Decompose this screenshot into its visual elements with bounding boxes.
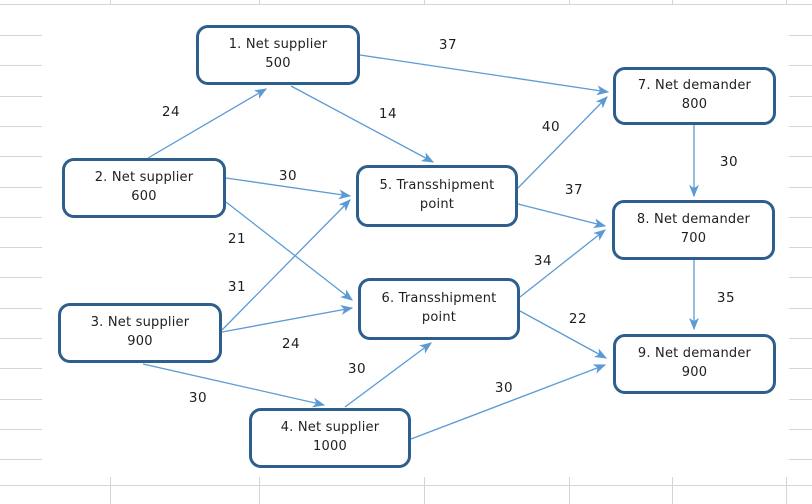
edge-1-7 bbox=[359, 54, 610, 96]
edge-2-1 bbox=[147, 88, 268, 159]
node-value: point bbox=[421, 310, 457, 325]
edge-label-2-6: 21 bbox=[227, 231, 247, 247]
gridline bbox=[789, 247, 812, 248]
node-title: 2. Net supplier bbox=[94, 170, 194, 186]
edge-label-6-9: 22 bbox=[568, 311, 588, 327]
node-value: 900 bbox=[127, 334, 153, 349]
gridline bbox=[789, 96, 812, 97]
edge-label-8-9: 35 bbox=[716, 290, 736, 306]
gridline bbox=[789, 429, 812, 430]
node-title: 9. Net demander bbox=[637, 346, 752, 362]
gridline bbox=[259, 0, 260, 4]
gridline bbox=[789, 277, 812, 278]
node-title: 7. Net demander bbox=[637, 78, 752, 94]
edge-label-2-1: 24 bbox=[161, 104, 181, 120]
edge-3-6 bbox=[221, 305, 354, 333]
gridline bbox=[672, 0, 673, 4]
gridline bbox=[789, 368, 812, 369]
gridline bbox=[110, 0, 111, 4]
gridline bbox=[0, 187, 42, 188]
gridline bbox=[0, 35, 42, 36]
gridline bbox=[789, 156, 812, 157]
gridline bbox=[0, 96, 42, 97]
gridline bbox=[0, 65, 42, 66]
node-value: 800 bbox=[681, 97, 708, 112]
edge-5-8 bbox=[517, 203, 607, 229]
edge-label-5-7: 40 bbox=[541, 119, 561, 135]
node-9[interactable]: 9. Net demander 900 bbox=[613, 334, 776, 394]
edge-1-5 bbox=[290, 85, 435, 163]
gridline bbox=[672, 477, 673, 504]
gridline bbox=[789, 399, 812, 400]
edge-4-9 bbox=[410, 364, 607, 440]
gridline bbox=[0, 156, 42, 157]
gridline bbox=[0, 217, 42, 218]
edge-3-4 bbox=[142, 363, 326, 408]
gridline bbox=[789, 338, 812, 339]
gridline bbox=[110, 477, 111, 504]
node-value: 700 bbox=[680, 231, 707, 246]
edge-label-4-9: 30 bbox=[494, 380, 514, 396]
gridline bbox=[0, 277, 42, 278]
gridline bbox=[569, 477, 570, 504]
gridline bbox=[789, 126, 812, 127]
gridline bbox=[789, 35, 812, 36]
gridline bbox=[0, 459, 42, 460]
gridline bbox=[789, 308, 812, 309]
gridline bbox=[789, 187, 812, 188]
gridline bbox=[424, 0, 425, 4]
node-value: 600 bbox=[131, 189, 157, 204]
gridline bbox=[789, 459, 812, 460]
node-value: 900 bbox=[681, 365, 708, 380]
gridline bbox=[0, 4, 812, 5]
node-2[interactable]: 2. Net supplier 600 bbox=[62, 158, 226, 218]
edge-label-4-6: 30 bbox=[347, 361, 367, 377]
edge-6-9 bbox=[519, 310, 608, 359]
node-1[interactable]: 1. Net supplier 500 bbox=[196, 25, 360, 85]
node-4[interactable]: 4. Net supplier 1000 bbox=[249, 408, 411, 468]
gridline bbox=[0, 485, 812, 486]
gridline bbox=[789, 217, 812, 218]
gridline bbox=[424, 477, 425, 504]
node-7[interactable]: 7. Net demander 800 bbox=[613, 67, 776, 125]
node-5[interactable]: 5. Transshipment point bbox=[356, 165, 518, 227]
edge-label-3-5: 31 bbox=[227, 279, 247, 295]
gridline bbox=[786, 477, 787, 504]
gridline bbox=[789, 65, 812, 66]
gridline bbox=[0, 308, 42, 309]
gridline bbox=[0, 126, 42, 127]
gridline bbox=[786, 0, 787, 4]
gridline bbox=[0, 338, 42, 339]
node-title: 5. Transshipment bbox=[379, 178, 495, 194]
edge-6-8 bbox=[519, 229, 606, 298]
node-6[interactable]: 6. Transshipment point bbox=[358, 278, 520, 340]
node-3[interactable]: 3. Net supplier 900 bbox=[58, 303, 222, 363]
node-title: 3. Net supplier bbox=[90, 315, 190, 331]
edge-label-6-8: 34 bbox=[533, 253, 553, 269]
edge-3-5 bbox=[221, 199, 351, 331]
edge-label-1-5: 14 bbox=[378, 106, 398, 122]
node-title: 6. Transshipment bbox=[381, 291, 497, 307]
gridline bbox=[0, 429, 42, 430]
node-value: 1000 bbox=[313, 439, 347, 454]
edge-label-7-8: 30 bbox=[719, 154, 739, 170]
node-8[interactable]: 8. Net demander 700 bbox=[612, 200, 775, 260]
gridline bbox=[569, 0, 570, 4]
node-title: 4. Net supplier bbox=[280, 420, 380, 436]
edge-label-3-6: 24 bbox=[281, 336, 301, 352]
edge-label-5-8: 37 bbox=[564, 182, 584, 198]
node-value: point bbox=[419, 197, 455, 212]
node-title: 1. Net supplier bbox=[228, 37, 328, 53]
edge-label-3-4: 30 bbox=[188, 390, 208, 406]
edge-label-2-5: 30 bbox=[278, 168, 298, 184]
gridline bbox=[0, 247, 42, 248]
gridline bbox=[0, 368, 42, 369]
gridline bbox=[0, 399, 42, 400]
node-value: 500 bbox=[265, 56, 291, 71]
gridline bbox=[259, 477, 260, 504]
edge-label-1-7: 37 bbox=[438, 37, 458, 53]
node-title: 8. Net demander bbox=[636, 212, 751, 228]
edge-5-7 bbox=[517, 96, 608, 189]
